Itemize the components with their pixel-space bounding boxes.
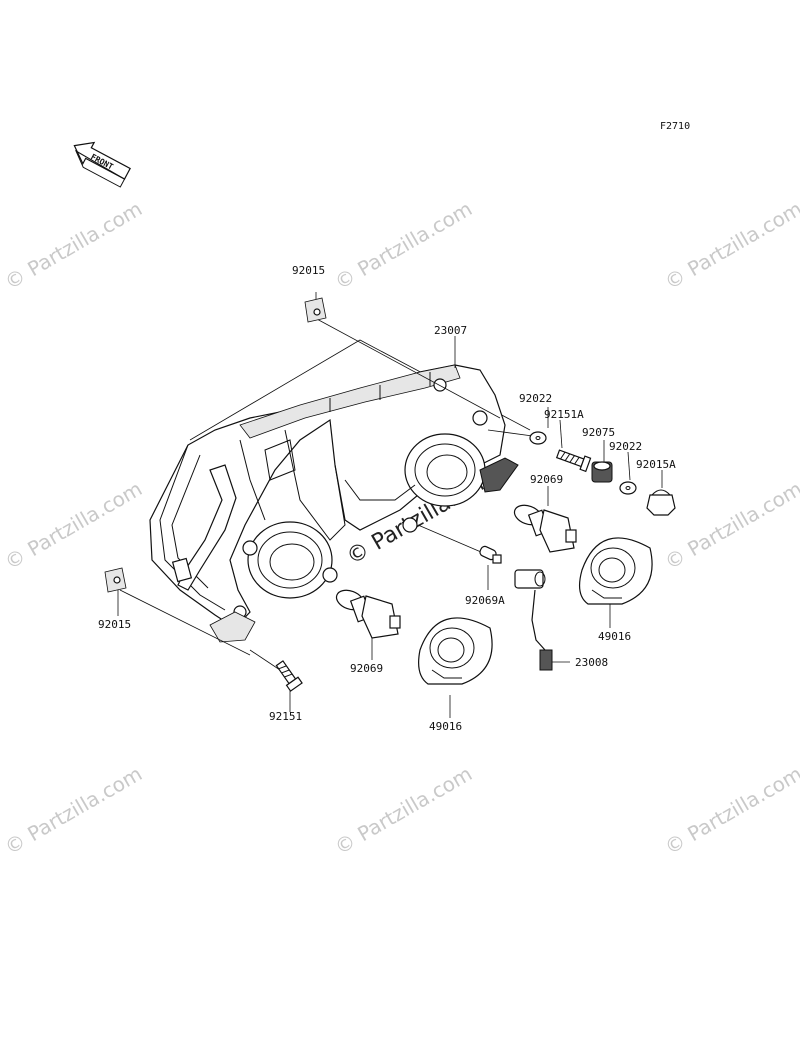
part-label[interactable]: 92075 <box>582 426 615 439</box>
part-label[interactable]: 92069 <box>530 473 563 486</box>
watermark: © Partzilla.com <box>331 761 477 859</box>
front-arrow-icon: FRONT <box>73 141 131 188</box>
part-label[interactable]: 23007 <box>434 324 467 337</box>
bulb-lower <box>335 589 401 639</box>
part-label[interactable]: 23008 <box>575 656 608 669</box>
part-label[interactable]: 92015 <box>98 618 131 631</box>
watermark-layer: © Partzilla.com © Partzilla.com © Partzi… <box>1 196 800 859</box>
part-label[interactable]: 92069A <box>465 594 505 607</box>
bulb-small <box>479 545 502 564</box>
part-label[interactable]: 49016 <box>429 720 462 733</box>
watermark: © Partzilla.com <box>661 476 800 574</box>
grommet <box>591 461 613 483</box>
bulb-upper <box>513 504 577 553</box>
washer-1 <box>529 431 547 445</box>
socket-harness <box>514 569 553 671</box>
clip-nut-lower <box>104 567 127 593</box>
watermark: © Partzilla.com <box>661 761 800 859</box>
part-label[interactable]: 92151A <box>544 408 584 421</box>
parts-layer <box>104 297 676 692</box>
watermark: © Partzilla.com <box>331 196 477 294</box>
watermark: © Partzilla.com <box>1 196 147 294</box>
clip-nut-upper <box>304 297 327 323</box>
part-label[interactable]: 92151 <box>269 710 302 723</box>
bolt-92151a <box>555 449 592 473</box>
cap-nut <box>646 489 676 516</box>
bulb-cover-right <box>578 537 653 605</box>
watermark: © Partzilla.com <box>1 761 147 859</box>
bolt-92151 <box>275 660 303 692</box>
part-label[interactable]: 92022 <box>519 392 552 405</box>
watermark: © Partzilla.com <box>1 476 147 574</box>
part-label[interactable]: 92015A <box>636 458 676 471</box>
part-label[interactable]: 49016 <box>598 630 631 643</box>
part-label[interactable]: 92015 <box>292 264 325 277</box>
watermark: © Partzilla.com <box>661 196 800 294</box>
figure-code: F2710 <box>660 121 690 132</box>
part-label[interactable]: 92022 <box>609 440 642 453</box>
washer-2 <box>619 481 637 495</box>
part-label[interactable]: 92069 <box>350 662 383 675</box>
bulb-cover-lower <box>418 617 493 685</box>
part-labels: 92015 23007 92022 92151A 92075 92022 920… <box>98 264 676 733</box>
headlight-housing <box>149 339 531 643</box>
